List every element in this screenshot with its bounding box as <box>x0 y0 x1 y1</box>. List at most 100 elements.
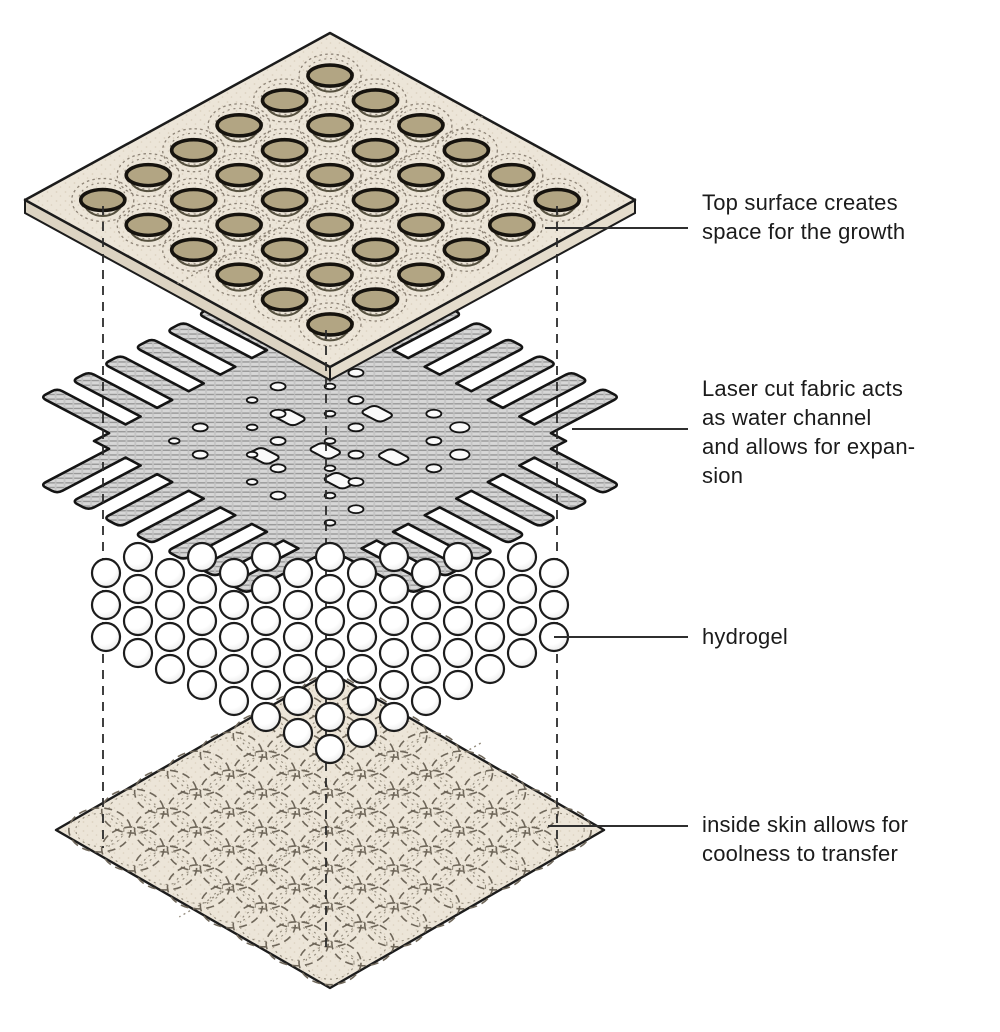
growth-hole <box>260 237 309 263</box>
dimple-circle <box>396 769 461 815</box>
fabric-cutout-hole <box>167 437 182 445</box>
hydrogel-sphere <box>154 557 186 589</box>
hydrogel-sphere <box>410 621 442 653</box>
dimple-circle <box>331 769 395 815</box>
hydrogel-sphere <box>410 685 442 717</box>
dimple-circle <box>429 750 494 796</box>
hydrogel-sphere <box>186 541 218 573</box>
dimple-circle <box>331 807 395 853</box>
dimple-circle <box>265 845 329 891</box>
hydrogel-sphere <box>346 621 378 653</box>
dimple-circle <box>363 750 428 796</box>
dimple-circle <box>331 883 395 929</box>
dimple-circle <box>166 826 231 872</box>
hydrogel-sphere <box>282 717 314 749</box>
dimple-circle <box>265 920 329 967</box>
dimple-circle <box>232 788 297 834</box>
dimple-circle <box>298 939 362 986</box>
hydrogel-sphere <box>250 541 282 573</box>
fabric-cutout-hole <box>267 408 288 419</box>
dimple-circle <box>363 901 428 948</box>
fabric-cutout-square <box>360 405 394 423</box>
fabric-cutout-square <box>322 472 356 490</box>
growth-hole-ring <box>343 177 408 223</box>
growth-hole-ring <box>525 177 589 223</box>
growth-hole-ring <box>480 152 544 198</box>
hydrogel-sphere <box>442 573 474 605</box>
growth-hole <box>215 262 263 287</box>
fabric-cutout-hole <box>267 490 288 501</box>
fabric-cutout-hole <box>245 423 260 431</box>
dimple-circle <box>495 788 560 834</box>
hydrogel-sphere <box>346 717 378 749</box>
growth-hole <box>487 212 536 238</box>
growth-hole-ring <box>252 78 317 123</box>
hydrogel-sphere <box>410 589 442 621</box>
dimple-circle <box>133 845 198 891</box>
hydrogel-sphere <box>474 653 506 685</box>
growth-hole <box>351 287 400 312</box>
hydrogel-sphere <box>314 669 346 701</box>
hydrogel-sphere <box>186 637 218 669</box>
dimple-circle <box>100 826 165 872</box>
growth-hole-ring <box>298 202 362 248</box>
growth-hole-ring <box>389 152 453 198</box>
growth-hole <box>306 262 354 287</box>
hydrogel-sphere <box>154 621 186 653</box>
growth-hole <box>306 212 354 238</box>
dimple-circle <box>199 845 264 891</box>
dimple-circle <box>298 826 362 872</box>
hydrogel-sphere <box>346 589 378 621</box>
hydrogel-sphere <box>218 621 250 653</box>
hydrogel-sphere <box>122 637 154 669</box>
hydrogel-sphere <box>154 589 186 621</box>
hydrogel-sphere <box>250 669 282 701</box>
growth-hole <box>306 113 354 138</box>
growth-hole-ring <box>343 277 408 322</box>
hydrogel-sphere <box>314 733 346 765</box>
hydrogel-sphere <box>378 669 410 701</box>
growth-hole-ring <box>343 78 408 123</box>
dimple-circle <box>199 769 264 815</box>
growth-hole <box>442 187 491 213</box>
hydrogel-sphere <box>538 589 570 621</box>
hydrogel-sphere <box>282 653 314 685</box>
growth-hole-ring <box>252 128 317 173</box>
dimple-circle <box>462 769 527 815</box>
hydrogel-sphere <box>122 573 154 605</box>
dimple-circle <box>166 864 231 910</box>
dimple-circle <box>199 731 264 777</box>
dimple-circle <box>133 769 198 815</box>
fabric-cutout-hole <box>345 367 366 378</box>
hydrogel-sphere <box>474 621 506 653</box>
dimple-circle <box>265 807 329 853</box>
growth-hole <box>306 63 354 88</box>
growth-hole <box>351 137 400 163</box>
hydrogel-sphere <box>506 573 538 605</box>
growth-hole-ring <box>252 177 317 223</box>
growth-hole-ring <box>298 103 362 148</box>
growth-hole <box>442 237 491 263</box>
leader-lines <box>545 227 688 827</box>
growth-hole <box>169 137 218 163</box>
hydrogel-sphere <box>314 701 346 733</box>
growth-hole-ring <box>116 152 180 198</box>
growth-hole-ring <box>298 302 362 347</box>
fabric-cutout-square <box>377 448 411 466</box>
growth-hole-ring <box>298 152 362 198</box>
dimple-circle <box>429 788 494 834</box>
dimple-circle <box>363 826 428 872</box>
hydrogel-sphere <box>346 685 378 717</box>
dimple-circle <box>133 807 198 853</box>
growth-hole <box>306 312 354 337</box>
fabric-cutout-hole <box>245 396 260 404</box>
dimple-circle <box>396 807 461 853</box>
dimple-circle <box>331 845 395 891</box>
hydrogel-sphere <box>442 669 474 701</box>
dimple-circle <box>232 826 297 872</box>
growth-hole <box>351 88 400 113</box>
dimple-circle <box>298 901 362 948</box>
annotation-top-surface: Top surface creates space for the growth <box>702 190 906 244</box>
dimple-circle <box>528 807 592 853</box>
growth-hole <box>124 162 173 188</box>
